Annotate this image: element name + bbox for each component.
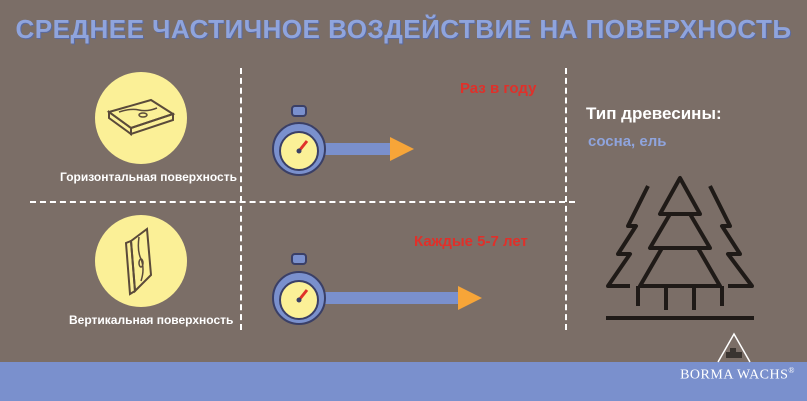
vertical-surface-label: Вертикальная поверхность xyxy=(69,313,234,327)
page-title: СРЕДНЕЕ ЧАСТИЧНОЕ ВОЗДЕЙСТВИЕ НА ПОВЕРХН… xyxy=(15,14,792,44)
trees-icon xyxy=(606,176,754,320)
brand-name: BORMA WACHS® xyxy=(680,366,795,383)
wood-type-value: сосна, ель xyxy=(588,133,667,150)
footer-bar xyxy=(0,362,807,401)
column-divider-right xyxy=(565,68,567,330)
vertical-plank-icon xyxy=(95,215,187,307)
column-divider-left xyxy=(240,68,242,330)
brand-logo-icon xyxy=(717,332,751,363)
horizontal-plank-icon xyxy=(95,72,187,164)
horizontal-surface-label: Горизонтальная поверхность xyxy=(60,170,237,184)
stopwatch-arrow-icon xyxy=(272,253,482,325)
row-divider xyxy=(30,201,575,203)
frequency-text-1: Раз в году xyxy=(460,80,537,97)
stopwatch-arrow-icon xyxy=(272,105,414,176)
frequency-text-2: Каждые 5-7 лет xyxy=(414,233,528,250)
wood-type-title: Тип древесины: xyxy=(586,104,722,123)
